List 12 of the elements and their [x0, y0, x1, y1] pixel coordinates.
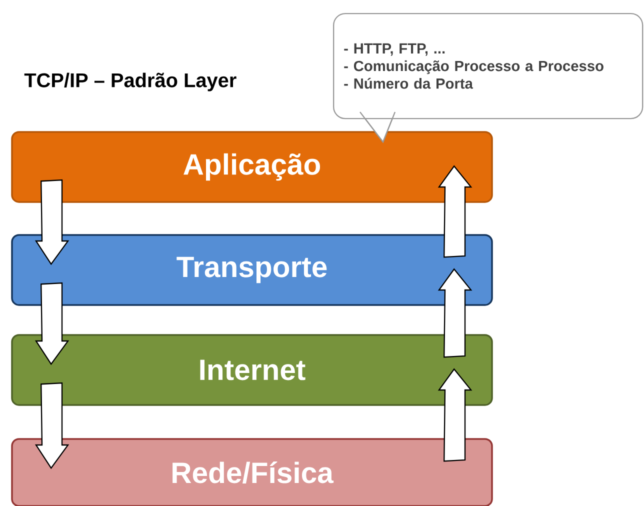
speech-bubble: - HTTP, FTP, ... - Comunicação Processo a Processo - Número da Porta: [333, 13, 644, 144]
layer-box: Rede/Física: [11, 438, 493, 506]
block-arrow: [438, 368, 472, 462]
block-arrow: [34, 179, 70, 266]
block-arrow: [34, 282, 70, 366]
block-arrow: [34, 382, 70, 470]
block-arrow: [438, 165, 472, 258]
block-arrow: [438, 268, 472, 358]
layer-box: Internet: [11, 334, 493, 406]
layer-box: Transporte: [11, 234, 493, 306]
title: TCP/IP – Padrão Layer: [24, 72, 236, 92]
layer-box: Aplicação: [11, 131, 493, 203]
